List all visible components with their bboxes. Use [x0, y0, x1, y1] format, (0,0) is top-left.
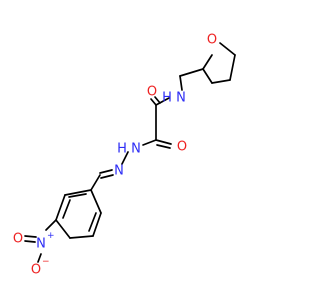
atom-o-carbonyl-1: O	[147, 85, 157, 100]
molecule-structure: O N H O O N H N N + O O −	[13, 33, 236, 278]
atom-labels: O N H O O N H N N + O O −	[13, 33, 217, 278]
atom-n-imine: N	[114, 164, 124, 179]
atom-o-nitro-top: O	[13, 232, 23, 247]
atom-o-thf: O	[207, 33, 217, 48]
atom-n-amide: N	[176, 91, 186, 106]
bond-lines	[24, 42, 236, 263]
nitro-o-negative-charge: −	[42, 257, 50, 267]
atom-h-hydrazide: H	[117, 142, 127, 157]
atom-o-carbonyl-2: O	[177, 140, 187, 155]
atom-n-hydrazide: N	[131, 142, 141, 157]
atom-n-nitro: N	[36, 237, 46, 252]
nitro-n-positive-charge: +	[47, 231, 55, 241]
atom-o-nitro-bottom: O	[31, 263, 41, 278]
atom-h-amide: H	[162, 91, 172, 106]
